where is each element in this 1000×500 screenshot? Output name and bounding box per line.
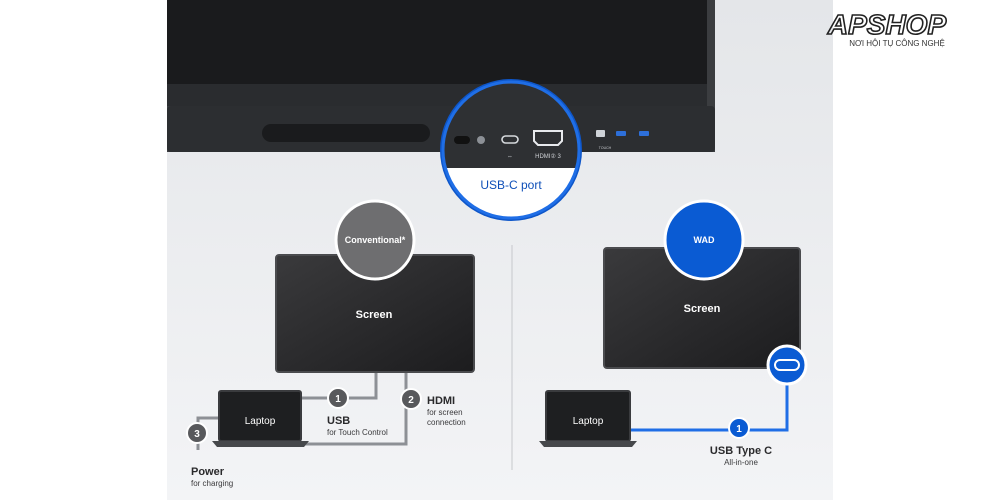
conventional-laptop-label: Laptop	[245, 416, 276, 427]
usb-c-port-icon	[501, 135, 519, 144]
conventional-setup: Screen Conventional* Laptop 1 USB for To…	[186, 199, 475, 488]
wad-setup: Screen WAD Laptop 1 USB Type C All-in-on…	[539, 199, 808, 467]
svg-text:2: 2	[408, 395, 414, 406]
usb-type-c-cable	[628, 378, 789, 432]
port-row-icons	[596, 130, 649, 137]
conventional-screen-label: Screen	[356, 309, 393, 321]
power-connection-title: Power	[191, 466, 225, 478]
usb-c-symbol: ⇔	[507, 154, 513, 160]
hdmi-connection-title: HDMI	[427, 395, 455, 407]
magnifier-label: USB-C port	[480, 178, 542, 192]
usb-connection-subtitle: for Touch Control	[327, 428, 388, 437]
connection-marker-1: 1	[327, 387, 349, 409]
apshop-logo: APSHOP NƠI HỘI TỤ CÔNG NGHỆ	[826, 8, 947, 48]
hdmi-port-label: HDMI② 3	[535, 153, 561, 160]
display-panel: TOUCH	[167, 0, 715, 152]
wad-laptop-label: Laptop	[573, 416, 604, 427]
hdmi-connection-subtitle-2: connection	[427, 418, 466, 427]
apshop-tagline: NƠI HỘI TỤ CÔNG NGHỆ	[849, 39, 945, 48]
wad-connection-marker-1: 1	[728, 417, 750, 439]
connection-marker-2: 2	[400, 388, 422, 410]
wad-badge	[663, 199, 745, 281]
wad-screen-label: Screen	[684, 303, 721, 315]
connection-marker-3: 3	[186, 422, 208, 444]
usb-c-port-badge	[766, 344, 808, 386]
wad-badge-text: WAD	[694, 235, 715, 245]
hdmi-port-icon	[533, 130, 563, 146]
usb-type-c-subtitle: All-in-one	[724, 458, 758, 467]
speaker-grille	[262, 124, 430, 142]
usb-type-c-title: USB Type C	[710, 445, 772, 457]
touch-port-label: TOUCH	[599, 146, 612, 150]
apshop-logo-text: APSHOP	[827, 9, 947, 40]
conventional-badge-text: Conventional*	[345, 235, 406, 245]
power-connection-subtitle: for charging	[191, 479, 233, 488]
usb-c-icon	[774, 359, 800, 371]
svg-text:1: 1	[335, 394, 341, 405]
svg-text:1: 1	[736, 424, 742, 435]
usb-c-magnifier: ⇔ HDMI② 3 USB-C port	[440, 79, 582, 221]
svg-text:3: 3	[194, 429, 200, 440]
conventional-badge	[334, 199, 416, 281]
usb-connection-title: USB	[327, 415, 350, 427]
hdmi-connection-subtitle-1: for screen	[427, 408, 463, 417]
usb-cable	[300, 372, 378, 400]
